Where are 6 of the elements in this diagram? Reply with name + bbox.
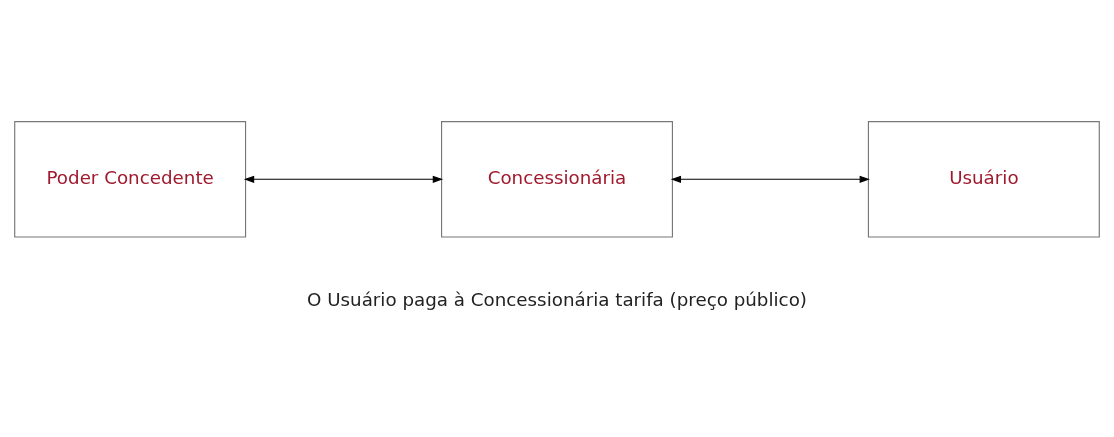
node-box: Concessionária [441,120,673,238]
node-box: Usuário [867,120,1100,238]
arrow [243,175,444,183]
label: O Usuário paga à Concessionária tarifa (preço público) [307,288,807,310]
arrow [670,175,870,183]
node-box: Poder Concedente [14,120,247,238]
